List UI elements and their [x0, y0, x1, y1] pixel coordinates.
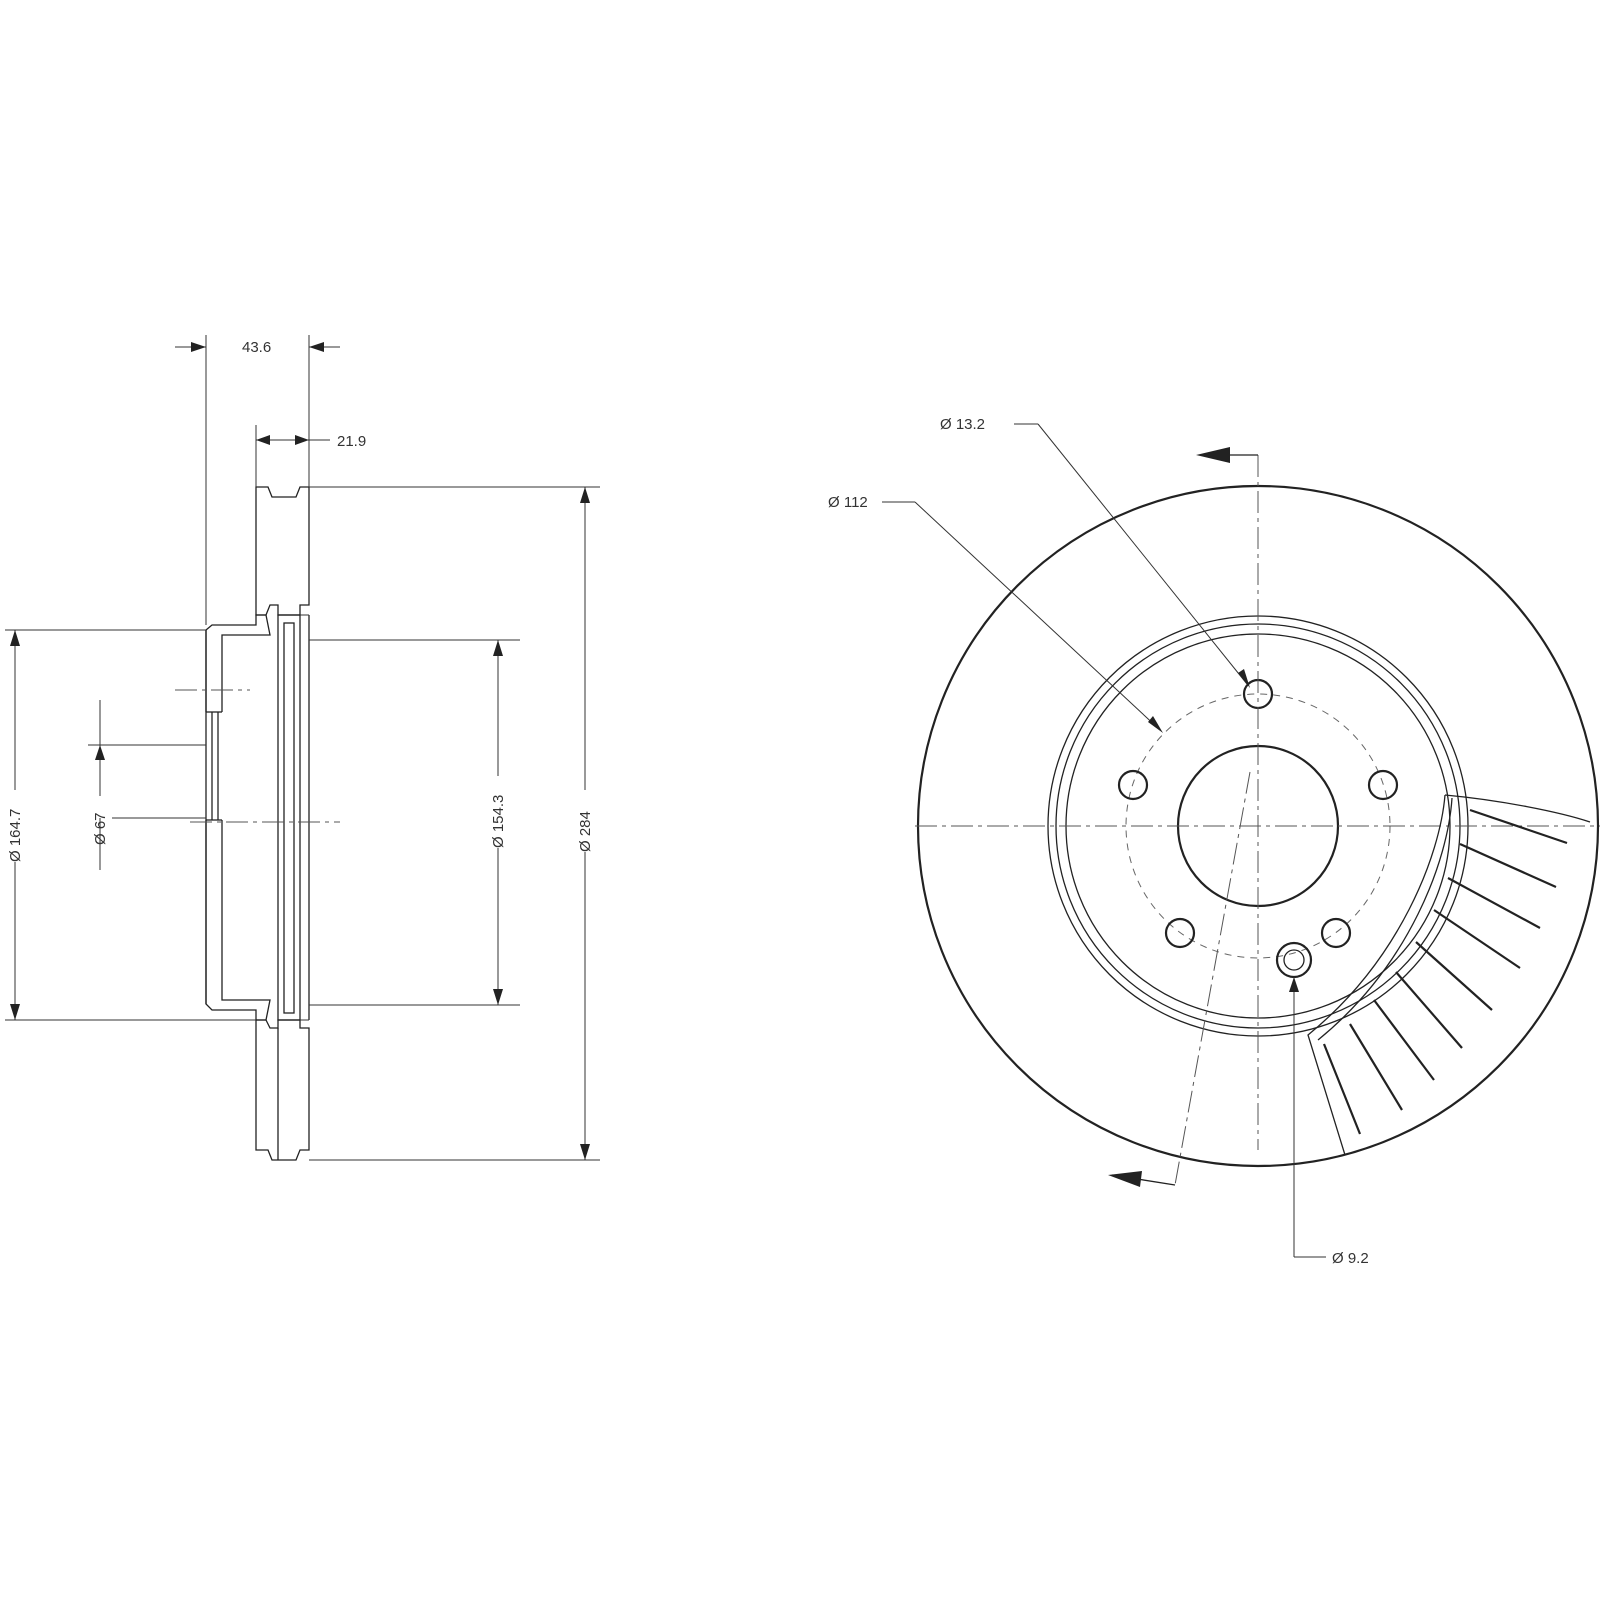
label-center-bore: Ø 67	[92, 812, 109, 845]
dim-outer-diameter: Ø 284	[573, 487, 597, 1160]
vane-column-inner	[283, 622, 295, 1014]
label-min-thickness: 21.9	[337, 433, 366, 450]
bolt-hole	[1367, 769, 1399, 801]
section-view	[5, 335, 600, 1161]
dim-center-bore: Ø 67	[88, 700, 112, 870]
label-outer-diameter: Ø 284	[577, 811, 594, 852]
dim-overall-thickness: 43.6	[175, 339, 340, 356]
dim-hat-inner-diameter: Ø 154.3	[486, 640, 510, 1005]
section-cut-line	[1174, 771, 1251, 1186]
bolt-holes	[1117, 678, 1399, 949]
bolt-hole	[1117, 769, 1149, 801]
label-hat-outer-diameter: Ø 164.7	[7, 809, 24, 862]
vane-column-outer	[277, 614, 301, 1021]
label-hat-inner-diameter: Ø 154.3	[490, 795, 507, 848]
section-arrow-top	[1196, 447, 1230, 463]
vent-cutaway-boundary	[1307, 794, 1446, 1156]
front-view	[915, 447, 1600, 1187]
dim-bolt-hole: Ø 13.2	[940, 416, 1250, 688]
label-bolt-circle: Ø 112	[828, 494, 868, 511]
friction-ring-bottom	[255, 1019, 310, 1161]
hat-section	[205, 614, 271, 1021]
section-arrow-bottom	[1108, 1171, 1142, 1187]
label-bolt-hole: Ø 13.2	[940, 416, 985, 433]
locating-hole-outer	[1275, 941, 1313, 979]
dim-locating-hole: Ø 9.2	[1289, 977, 1369, 1267]
cooling-vanes	[1322, 808, 1568, 1135]
bolt-hole	[1164, 917, 1196, 949]
bolt-hole	[1320, 917, 1352, 949]
label-overall-thickness: 43.6	[242, 339, 271, 356]
dim-bolt-circle: Ø 112	[828, 494, 1163, 733]
locating-hole-inner	[1283, 949, 1305, 971]
label-locating-hole: Ø 9.2	[1332, 1250, 1369, 1267]
friction-ring-top	[255, 486, 310, 616]
dim-min-thickness: 21.9	[256, 433, 366, 450]
dim-hat-outer-diameter: Ø 164.7	[3, 630, 27, 1020]
